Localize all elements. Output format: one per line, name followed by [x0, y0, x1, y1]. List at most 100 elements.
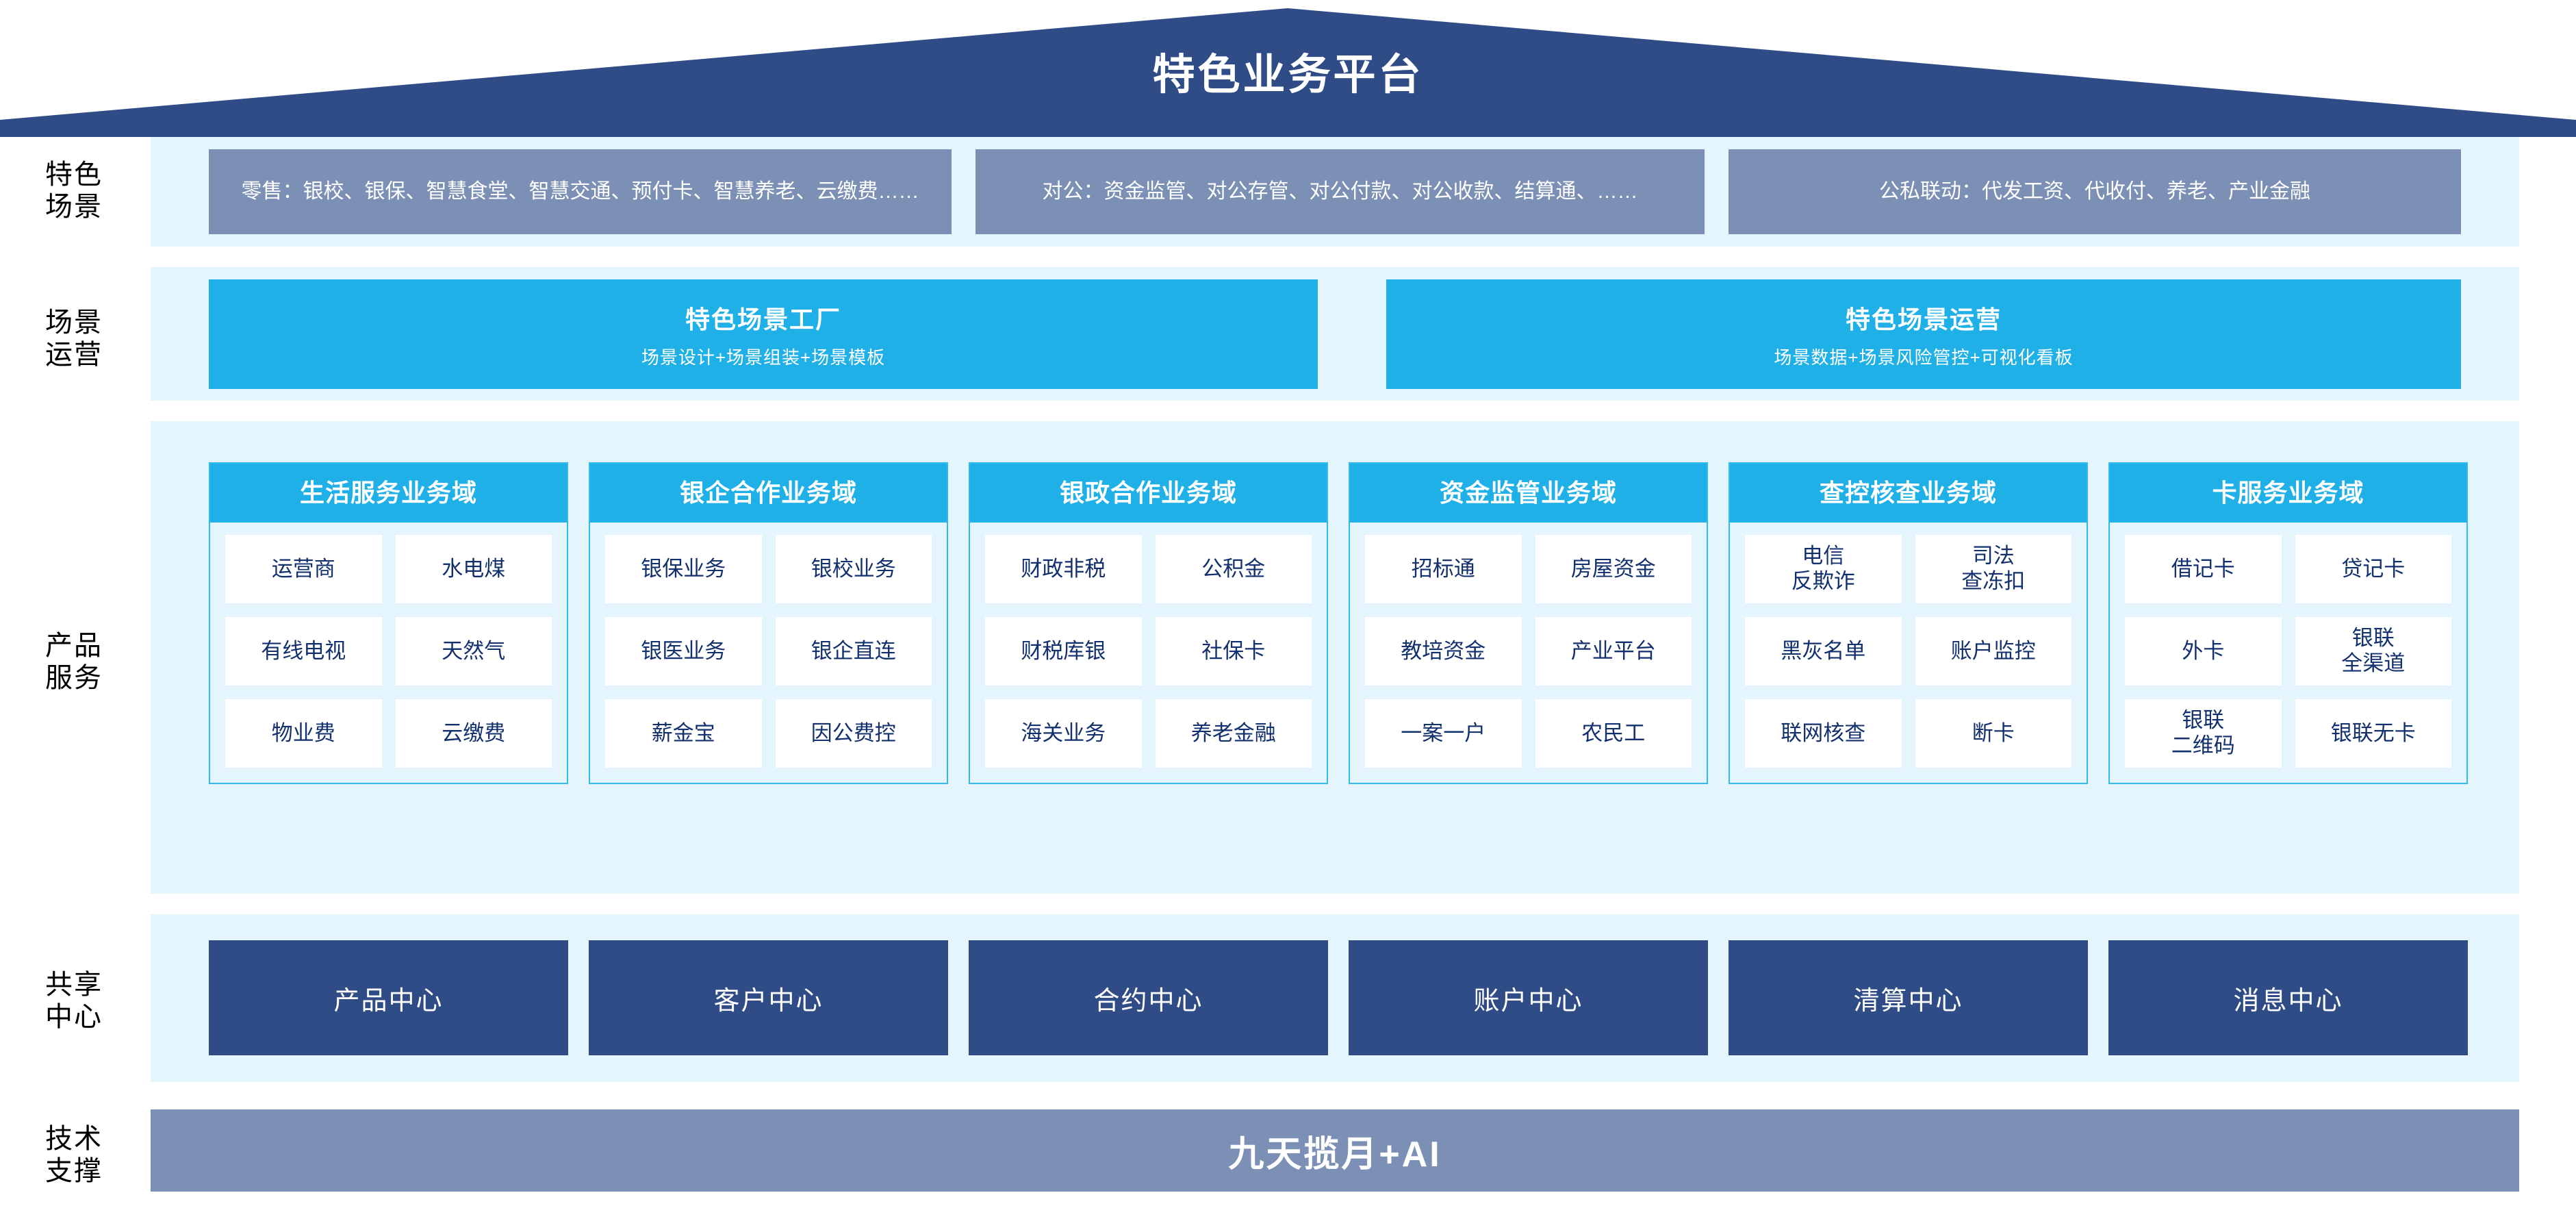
product-cell[interactable]: 电信 反欺诈: [1745, 535, 1902, 603]
product-cell[interactable]: 因公费控: [775, 699, 932, 768]
product-cell[interactable]: 公积金: [1155, 535, 1312, 603]
row-label-tech: 技术 支撑: [45, 1124, 103, 1187]
product-cell-row: 银医业务银企直连: [605, 617, 932, 686]
shared-center-box[interactable]: 产品中心: [209, 940, 568, 1055]
product-domain-title: 银政合作业务域: [970, 464, 1327, 523]
product-domain-title: 查控核查业务域: [1730, 464, 2087, 523]
product-cell[interactable]: 养老金融: [1155, 699, 1312, 768]
product-cell[interactable]: 天然气: [395, 617, 552, 686]
product-cell[interactable]: 水电煤: [395, 535, 552, 603]
product-cell[interactable]: 银企直连: [775, 617, 932, 686]
product-cell[interactable]: 账户监控: [1915, 617, 2071, 686]
product-cell[interactable]: 财税库银: [985, 617, 1142, 686]
product-cell-row: 物业费云缴费: [225, 699, 552, 768]
shared-center-box[interactable]: 账户中心: [1349, 940, 1708, 1055]
tech-support-label: 九天揽月+AI: [1228, 1134, 1442, 1174]
product-cell-grid: 财政非税公积金财税库银社保卡海关业务养老金融: [970, 523, 1327, 783]
ops-band: 特色场景工厂 场景设计+场景组装+场景模板 特色场景运营 场景数据+场景风险管控…: [151, 267, 2519, 401]
product-cell-grid: 电信 反欺诈司法 查冻扣黑灰名单账户监控联网核查断卡: [1730, 523, 2087, 783]
row-label-ops: 场景 运营: [45, 307, 103, 370]
page-title: 特色业务平台: [1152, 51, 1424, 99]
ops-box-scene-operation[interactable]: 特色场景运营 场景数据+场景风险管控+可视化看板: [1386, 279, 2461, 389]
scene-band: 零售：银校、银保、智慧食堂、智慧交通、预付卡、智慧养老、云缴费…… 对公：资金监…: [151, 137, 2519, 247]
row-label-product: 产品 服务: [45, 631, 103, 694]
product-cell-row: 薪金宝因公费控: [605, 699, 932, 768]
shared-center-band: 产品中心客户中心合约中心账户中心清算中心消息中心: [151, 914, 2519, 1082]
product-cell[interactable]: 教培资金: [1365, 617, 1522, 686]
product-cell-grid: 借记卡贷记卡外卡银联 全渠道银联 二维码银联无卡: [2110, 523, 2466, 783]
product-cell[interactable]: 银联 二维码: [2125, 699, 2282, 768]
tech-support-bar[interactable]: 九天揽月+AI: [151, 1109, 2519, 1192]
product-cell[interactable]: 贷记卡: [2295, 535, 2451, 603]
product-cell[interactable]: 房屋资金: [1535, 535, 1692, 603]
product-cell-grid: 招标通房屋资金教培资金产业平台一案一户农民工: [1350, 523, 1707, 783]
product-cell[interactable]: 财政非税: [985, 535, 1142, 603]
shared-center-box[interactable]: 客户中心: [589, 940, 948, 1055]
product-domain-title: 资金监管业务域: [1350, 464, 1707, 523]
product-cell-row: 海关业务养老金融: [985, 699, 1312, 768]
product-cell-row: 黑灰名单账户监控: [1745, 617, 2071, 686]
product-cell[interactable]: 银医业务: [605, 617, 762, 686]
product-cell[interactable]: 黑灰名单: [1745, 617, 1902, 686]
row-label-scene: 特色 场景: [45, 160, 103, 223]
product-cell-row: 联网核查断卡: [1745, 699, 2071, 768]
product-cell[interactable]: 物业费: [225, 699, 382, 768]
product-cell[interactable]: 银保业务: [605, 535, 762, 603]
product-cell-row: 财税库银社保卡: [985, 617, 1312, 686]
ops-subtitle: 场景设计+场景组装+场景模板: [641, 347, 886, 368]
shared-center-box[interactable]: 清算中心: [1729, 940, 2088, 1055]
product-cell-row: 运营商水电煤: [225, 535, 552, 603]
product-cell-row: 外卡银联 全渠道: [2125, 617, 2451, 686]
product-domain-column: 查控核查业务域电信 反欺诈司法 查冻扣黑灰名单账户监控联网核查断卡: [1729, 462, 2088, 784]
row-label-shared: 共享 中心: [45, 970, 103, 1033]
ops-subtitle: 场景数据+场景风险管控+可视化看板: [1774, 347, 2074, 368]
product-cell-row: 一案一户农民工: [1365, 699, 1692, 768]
product-cell[interactable]: 海关业务: [985, 699, 1142, 768]
ops-box-scene-factory[interactable]: 特色场景工厂 场景设计+场景组装+场景模板: [209, 279, 1318, 389]
product-domain-title: 卡服务业务域: [2110, 464, 2466, 523]
product-cell-row: 教培资金产业平台: [1365, 617, 1692, 686]
product-cell-row: 财政非税公积金: [985, 535, 1312, 603]
ops-title: 特色场景运营: [1845, 305, 2002, 334]
product-cell[interactable]: 云缴费: [395, 699, 552, 768]
product-cell-row: 招标通房屋资金: [1365, 535, 1692, 603]
product-cell[interactable]: 银校业务: [775, 535, 932, 603]
platform-roof-banner: 特色业务平台: [0, 0, 2576, 137]
product-domain-title: 生活服务业务域: [210, 464, 567, 523]
product-cell-grid: 银保业务银校业务银医业务银企直连薪金宝因公费控: [590, 523, 947, 783]
product-cell[interactable]: 外卡: [2125, 617, 2282, 686]
product-cell-grid: 运营商水电煤有线电视天然气物业费云缴费: [210, 523, 567, 783]
product-cell-row: 有线电视天然气: [225, 617, 552, 686]
product-cell[interactable]: 司法 查冻扣: [1915, 535, 2071, 603]
product-domain-title: 银企合作业务域: [590, 464, 947, 523]
product-cell[interactable]: 银联无卡: [2295, 699, 2451, 768]
shared-center-box[interactable]: 消息中心: [2108, 940, 2468, 1055]
product-cell[interactable]: 招标通: [1365, 535, 1522, 603]
product-domain-column: 银企合作业务域银保业务银校业务银医业务银企直连薪金宝因公费控: [589, 462, 948, 784]
product-cell-row: 借记卡贷记卡: [2125, 535, 2451, 603]
product-cell-row: 电信 反欺诈司法 查冻扣: [1745, 535, 2071, 603]
scene-box-public-private[interactable]: 公私联动：代发工资、代收付、养老、产业金融: [1729, 149, 2461, 234]
product-cell[interactable]: 有线电视: [225, 617, 382, 686]
product-cell[interactable]: 借记卡: [2125, 535, 2282, 603]
scene-box-corporate[interactable]: 对公：资金监管、对公存管、对公付款、对公收款、结算通、……: [975, 149, 1705, 234]
product-cell[interactable]: 运营商: [225, 535, 382, 603]
scene-box-retail[interactable]: 零售：银校、银保、智慧食堂、智慧交通、预付卡、智慧养老、云缴费……: [209, 149, 952, 234]
product-domain-column: 卡服务业务域借记卡贷记卡外卡银联 全渠道银联 二维码银联无卡: [2108, 462, 2468, 784]
roof-triangle-icon: [0, 8, 2576, 137]
product-cell[interactable]: 社保卡: [1155, 617, 1312, 686]
product-cell[interactable]: 薪金宝: [605, 699, 762, 768]
product-band: 生活服务业务域运营商水电煤有线电视天然气物业费云缴费银企合作业务域银保业务银校业…: [151, 421, 2519, 894]
shared-center-box[interactable]: 合约中心: [969, 940, 1328, 1055]
product-cell[interactable]: 断卡: [1915, 699, 2071, 768]
product-cell-row: 银保业务银校业务: [605, 535, 932, 603]
product-cell[interactable]: 联网核查: [1745, 699, 1902, 768]
product-cell[interactable]: 银联 全渠道: [2295, 617, 2451, 686]
product-domain-column: 生活服务业务域运营商水电煤有线电视天然气物业费云缴费: [209, 462, 568, 784]
ops-title: 特色场景工厂: [685, 305, 841, 334]
product-cell[interactable]: 农民工: [1535, 699, 1692, 768]
product-cell[interactable]: 一案一户: [1365, 699, 1522, 768]
product-cell[interactable]: 产业平台: [1535, 617, 1692, 686]
product-domain-column: 资金监管业务域招标通房屋资金教培资金产业平台一案一户农民工: [1349, 462, 1708, 784]
product-cell-row: 银联 二维码银联无卡: [2125, 699, 2451, 768]
